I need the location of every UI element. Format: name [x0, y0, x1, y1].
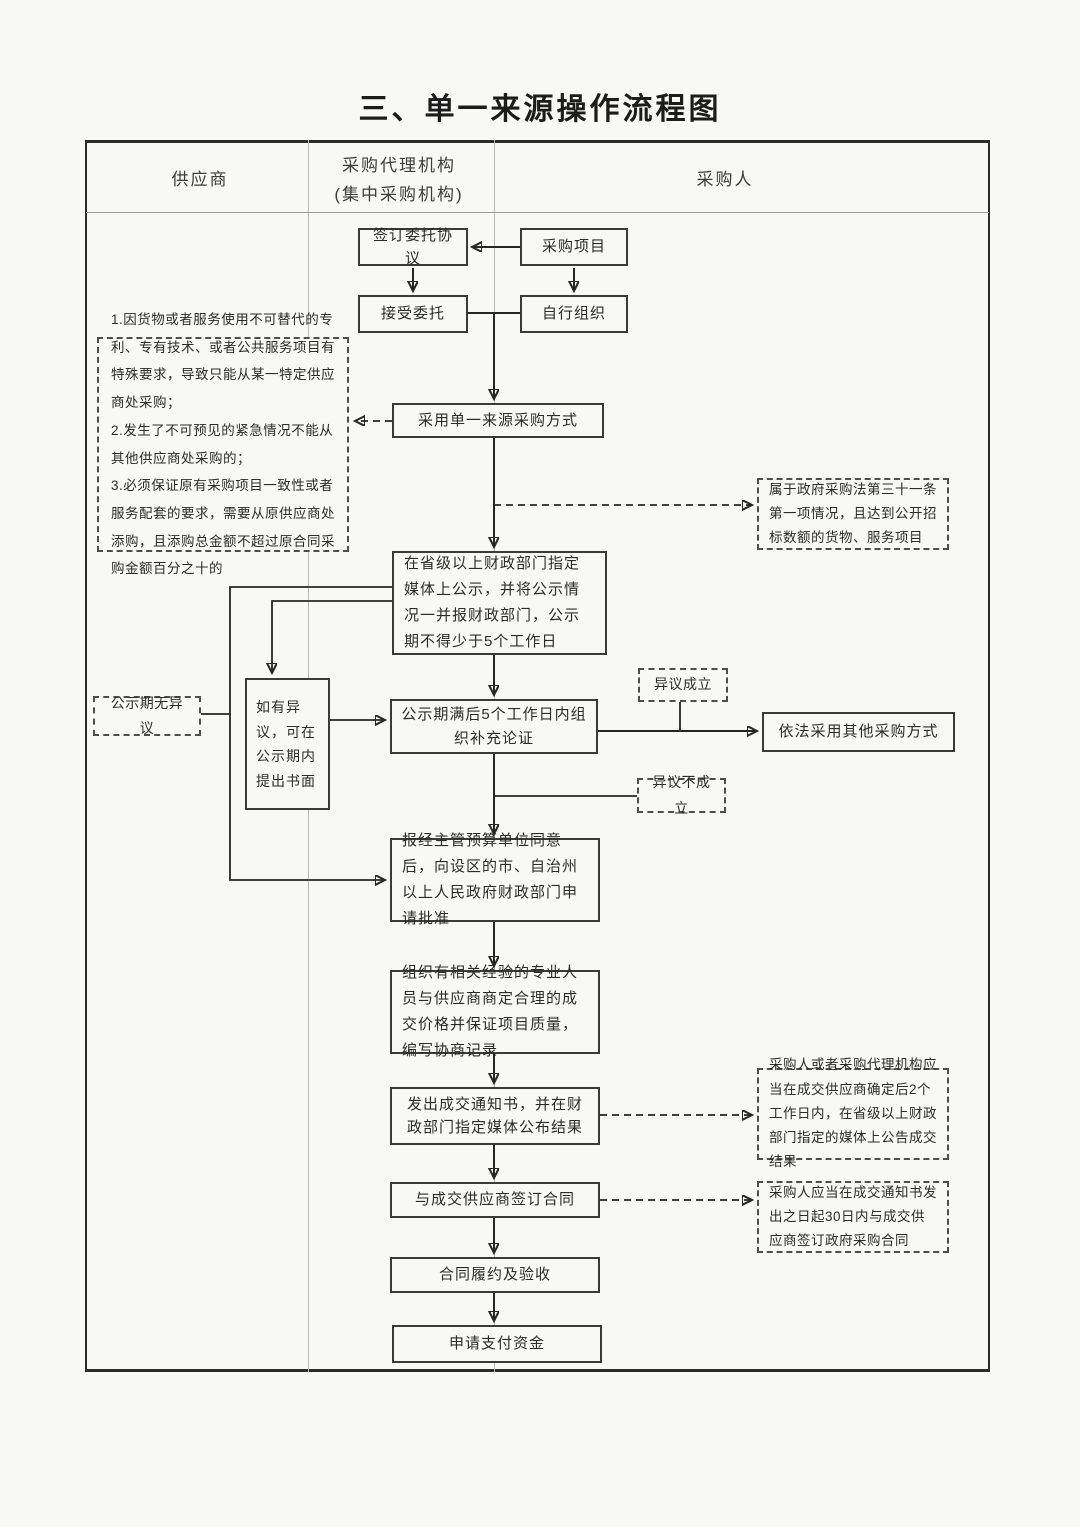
column-header-agency-line2: (集中采购机构): [334, 184, 464, 204]
header-separator: [86, 212, 989, 213]
node-other-method: 依法采用其他采购方式: [762, 712, 955, 752]
node-objection-in-period: 如有异议，可在公示期内提出书面: [245, 678, 330, 810]
column-header-agency: 采购代理机构 (集中采购机构): [318, 152, 480, 210]
page-title: 三、单一来源操作流程图: [358, 93, 722, 126]
column-header-supplier: 供应商: [171, 170, 229, 189]
node-procurement-project: 采购项目: [520, 228, 628, 266]
note-objection-not-established: 异议不成立: [637, 774, 726, 816]
node-fulfill-accept: 合同履约及验收: [390, 1257, 600, 1293]
note-sign-within-30-days: 采购人应当在成交通知书发出之日起30日内与成交供应商签订政府采购合同: [757, 1181, 949, 1253]
node-issue-notice: 发出成交通知书，并在财政部门指定媒体公布结果: [390, 1087, 600, 1145]
note-objection-established: 异议成立: [638, 668, 728, 702]
node-publicity: 在省级以上财政部门指定媒体上公示，并将公示情况一并报财政部门，公示期不得少于5个…: [392, 551, 607, 655]
node-sign-contract: 与成交供应商签订合同: [390, 1182, 600, 1218]
flowchart-frame: [85, 140, 990, 1372]
node-accept-entrustment: 接受委托: [358, 295, 468, 333]
column-header-agency-line1: 采购代理机构: [342, 156, 456, 175]
node-negotiate: 组织有相关经验的专业人员与供应商商定合理的成交价格并保证项目质量，编写协商记录: [390, 964, 600, 1059]
note-no-objection: 公示期无异议: [93, 695, 201, 736]
node-sign-agreement: 签订委托协议: [358, 227, 468, 267]
note-law-article-31: 属于政府采购法第三十一条第一项情况，且达到公开招标数额的货物、服务项目: [757, 478, 949, 550]
note-announce-result: 采购人或者采购代理机构应当在成交供应商确定后2个工作日内，在省级以上财政部门指定…: [757, 1057, 949, 1169]
note-single-source-reasons: 1.因货物或者服务使用不可替代的专利、专有技术、或者公共服务项目有特殊要求，导致…: [97, 312, 349, 576]
node-supplement-demonstration: 公示期满后5个工作日内组织补充论证: [390, 699, 598, 754]
note-reason-1: 1.因货物或者服务使用不可替代的专利、专有技术、或者公共服务项目有特殊要求，导致…: [111, 312, 335, 411]
column-header-purchaser: 采购人: [696, 170, 754, 189]
node-apply-payment: 申请支付资金: [392, 1325, 602, 1363]
node-adopt-single-source: 采用单一来源采购方式: [392, 403, 604, 438]
node-self-organize: 自行组织: [520, 295, 628, 333]
node-approval: 报经主管预算单位同意后，向设区的市、自治州以上人民政府财政部门申请批准: [390, 832, 600, 927]
note-reason-3: 3.必须保证原有采购项目一致性或者服务配套的要求，需要从原供应商处添购，且添购总…: [111, 478, 335, 577]
note-reason-2: 2.发生了不可预见的紧急情况不能从其他供应商处采购的；: [111, 422, 334, 466]
